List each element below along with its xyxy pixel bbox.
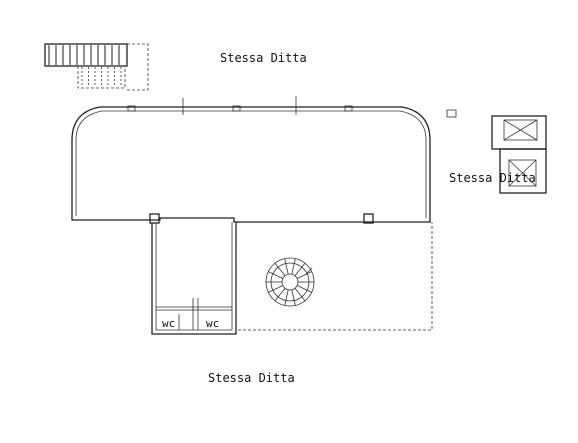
small-marker xyxy=(446,109,457,118)
wc-right-label: wc xyxy=(206,317,220,330)
main-hall-outline xyxy=(71,96,431,224)
top-label: Stessa Ditta xyxy=(220,51,307,65)
lower-wing xyxy=(151,222,433,335)
wc-left-label: wc xyxy=(162,317,176,330)
spiral-step xyxy=(297,285,312,293)
spiral-step xyxy=(274,288,286,302)
spiral-step xyxy=(268,285,283,293)
spiral-step xyxy=(294,288,306,302)
spiral-step xyxy=(291,289,296,306)
spiral-step xyxy=(284,258,289,275)
external-staircase xyxy=(44,43,149,91)
spiral-step xyxy=(297,271,312,279)
service-block xyxy=(491,115,547,194)
spiral-step xyxy=(291,258,296,275)
bottom-label: Stessa Ditta xyxy=(208,371,295,385)
spiral-step xyxy=(274,262,286,276)
spiral-step xyxy=(268,271,283,279)
spiral-step xyxy=(284,289,289,306)
right-label: Stessa Ditta xyxy=(449,171,536,185)
spiral-staircase xyxy=(265,257,315,307)
spiral-step xyxy=(294,262,306,276)
